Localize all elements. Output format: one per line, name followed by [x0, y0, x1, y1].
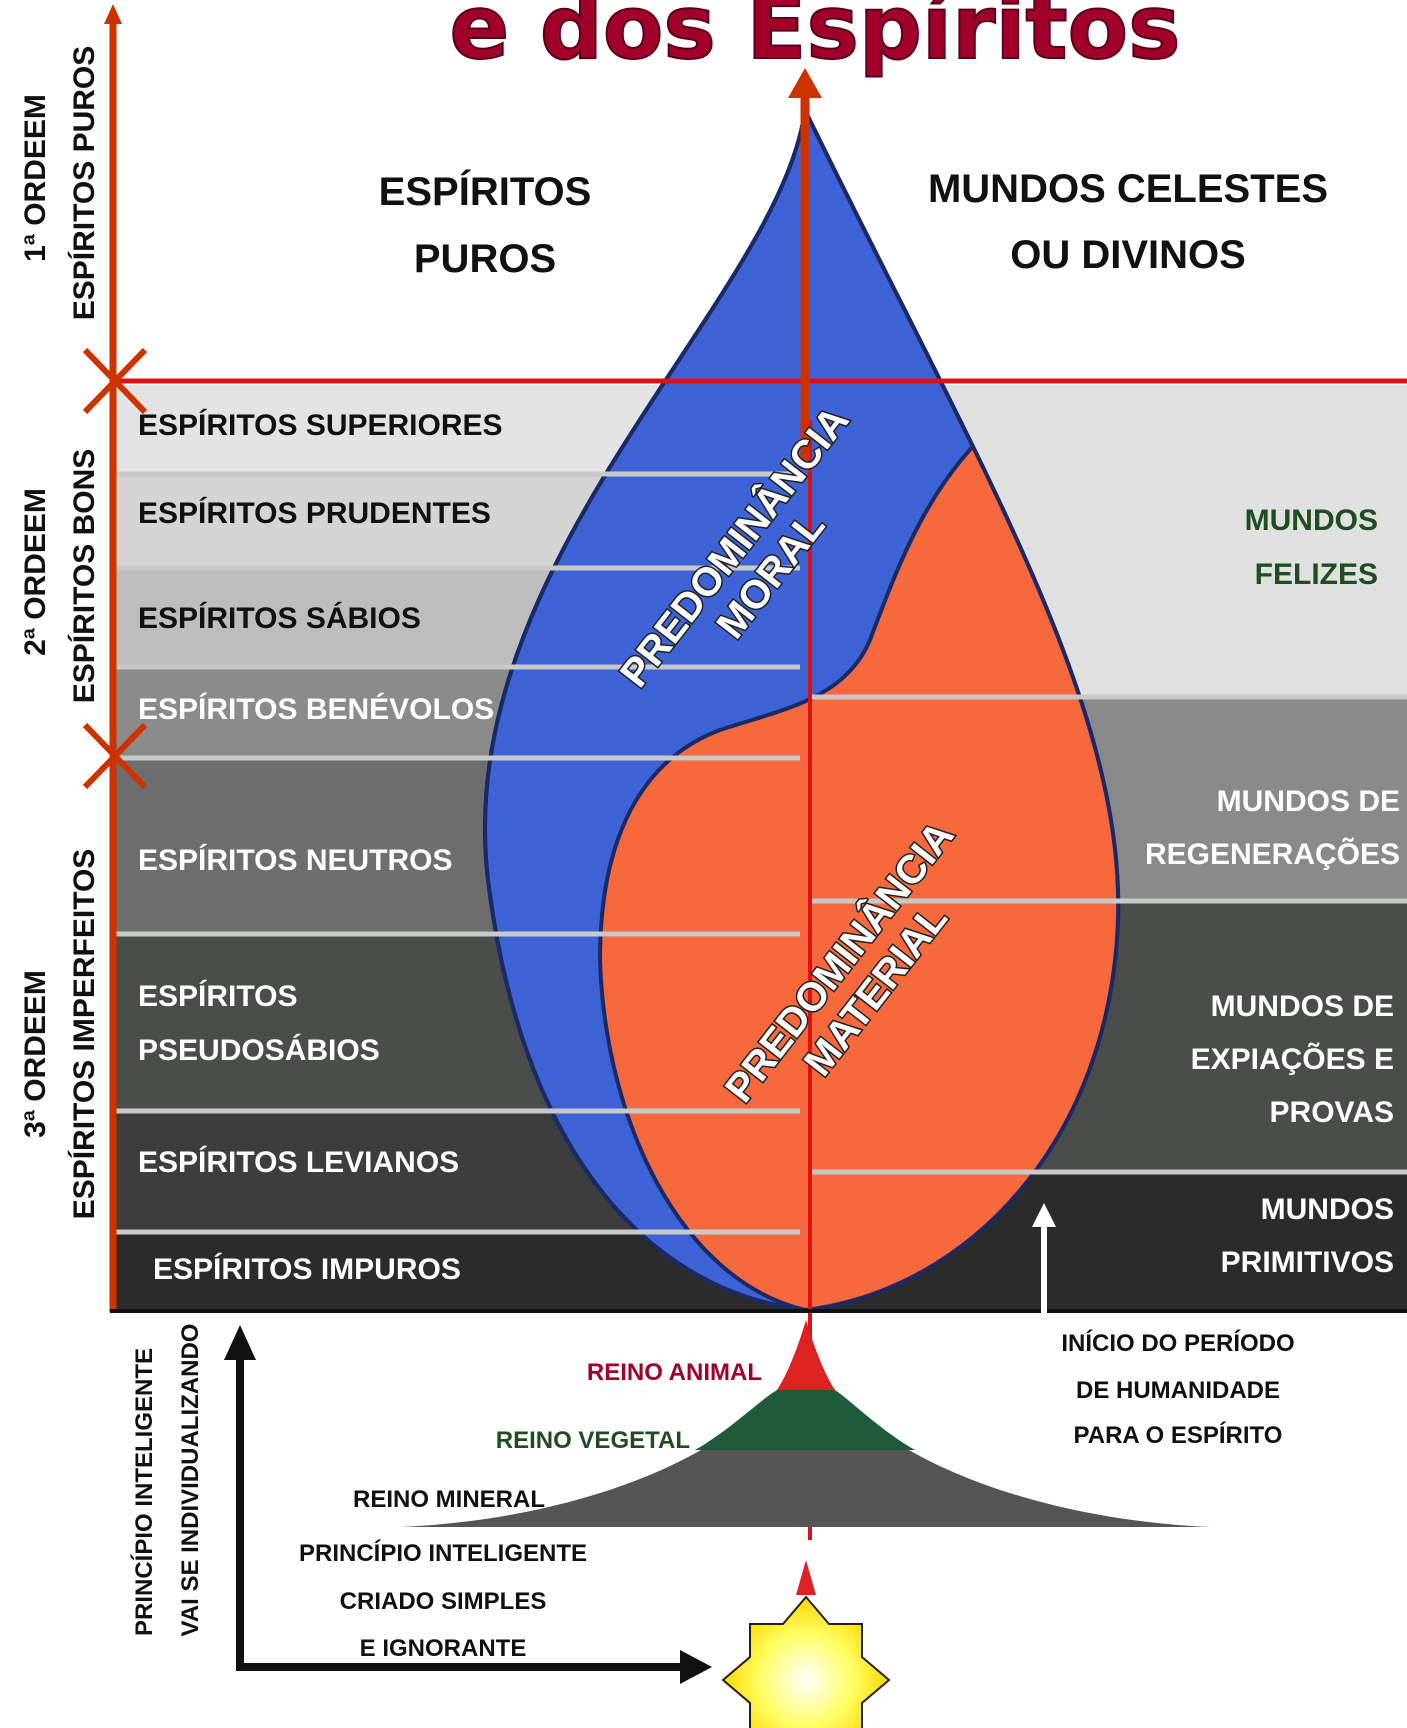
label-principle-2: CRIADO SIMPLES: [340, 1588, 547, 1615]
header-left-line2: PUROS: [414, 237, 556, 281]
kingdoms-pyramid: [400, 1320, 1210, 1527]
order-first-number: 1ª ORDEEM: [19, 94, 52, 262]
order-labels: 1ª ORDEEM ESPÍRITOS PUROS 2ª ORDEEM ESPÍ…: [19, 46, 101, 1220]
header-right-line2: OU DIVINOS: [1010, 233, 1246, 277]
label-principle-1: PRINCÍPIO INTELIGENTE: [299, 1539, 587, 1567]
label-felizes-2: FELIZES: [1255, 558, 1378, 591]
world-labels: MUNDOS FELIZES MUNDOS DE REGENERAÇÕES MU…: [1145, 504, 1400, 1279]
order-third-name: ESPÍRITOS IMPERFEITOS: [67, 849, 101, 1220]
order-axis-arrow-head: [104, 4, 122, 24]
spirit-labels: ESPÍRITOS SUPERIORES ESPÍRITOS PRUDENTES…: [138, 408, 503, 1286]
individualization-arrow-head-up: [224, 1325, 256, 1360]
page-title: e dos Espíritos: [450, 0, 1181, 79]
individualization-arrow-head-right: [680, 1650, 712, 1684]
label-reino-animal: REINO ANIMAL: [587, 1359, 762, 1386]
order-third-number: 3ª ORDEEM: [19, 970, 52, 1138]
label-primitivos-2: PRIMITIVOS: [1221, 1246, 1394, 1279]
label-primitivos-1: MUNDOS: [1261, 1193, 1394, 1226]
label-sabios: ESPÍRITOS SÁBIOS: [138, 601, 421, 635]
individualization-arrow: [236, 1355, 690, 1671]
reino-vegetal-shape: [695, 1390, 915, 1450]
label-levianos: ESPÍRITOS LEVIANOS: [138, 1145, 459, 1179]
label-felizes-1: MUNDOS: [1245, 504, 1378, 537]
label-pseudosabios-2: PSEUDOSÁBIOS: [138, 1033, 380, 1067]
label-superiores: ESPÍRITOS SUPERIORES: [138, 408, 503, 442]
label-expiacoes-1: MUNDOS DE: [1211, 990, 1394, 1023]
reino-mineral-shape: [400, 1415, 1210, 1527]
label-regeneracoes-1: MUNDOS DE: [1217, 785, 1400, 818]
header-left: ESPÍRITOS PUROS: [379, 169, 592, 281]
humanity-arrow-head: [1032, 1203, 1056, 1227]
label-regeneracoes-2: REGENERAÇÕES: [1145, 837, 1400, 871]
label-humanity-3: PARA O ESPÍRITO: [1074, 1421, 1283, 1449]
principle-arrow-head: [796, 1560, 816, 1595]
label-expiacoes-2: EXPIAÇÕES E: [1191, 1042, 1394, 1076]
label-impuros: ESPÍRITOS IMPUROS: [153, 1252, 461, 1286]
label-humanity-2: DE HUMANIDADE: [1076, 1377, 1280, 1404]
label-reino-mineral: REINO MINERAL: [353, 1486, 545, 1513]
reino-animal-shape: [777, 1320, 835, 1390]
moral-arrow-head: [788, 68, 822, 98]
label-prudentes: ESPÍRITOS PRUDENTES: [138, 496, 491, 530]
order-second-number: 2ª ORDEEM: [19, 488, 52, 656]
label-pseudosabios-1: ESPÍRITOS: [138, 979, 298, 1013]
label-principle-3: E IGNORANTE: [360, 1635, 527, 1662]
label-reino-vegetal: REINO VEGETAL: [496, 1427, 690, 1454]
order-second-name: ESPÍRITOS BONS: [67, 449, 101, 704]
star-icon: [721, 1595, 891, 1728]
header-left-line1: ESPÍRITOS: [379, 169, 592, 214]
drop-orange: [597, 418, 1119, 1310]
label-expiacoes-3: PROVAS: [1270, 1096, 1394, 1129]
header-right-line1: MUNDOS CELESTES: [928, 167, 1328, 211]
x-mark-upper: [82, 347, 148, 415]
label-humanity-1: INÍCIO DO PERÍODO: [1061, 1329, 1294, 1357]
x-mark-lower: [82, 722, 148, 790]
label-neutros: ESPÍRITOS NEUTROS: [138, 843, 453, 877]
order-first-name: ESPÍRITOS PUROS: [67, 46, 101, 321]
label-vertical-note-2: VAI SE INDIVIDUALIZANDO: [177, 1324, 204, 1637]
label-benevolos: ESPÍRITOS BENÉVOLOS: [138, 692, 494, 726]
header-right: MUNDOS CELESTES OU DIVINOS: [928, 167, 1328, 277]
label-vertical-note-1: PRINCÍPIO INTELIGENTE: [130, 1348, 158, 1636]
band-separators: [115, 471, 1407, 1235]
